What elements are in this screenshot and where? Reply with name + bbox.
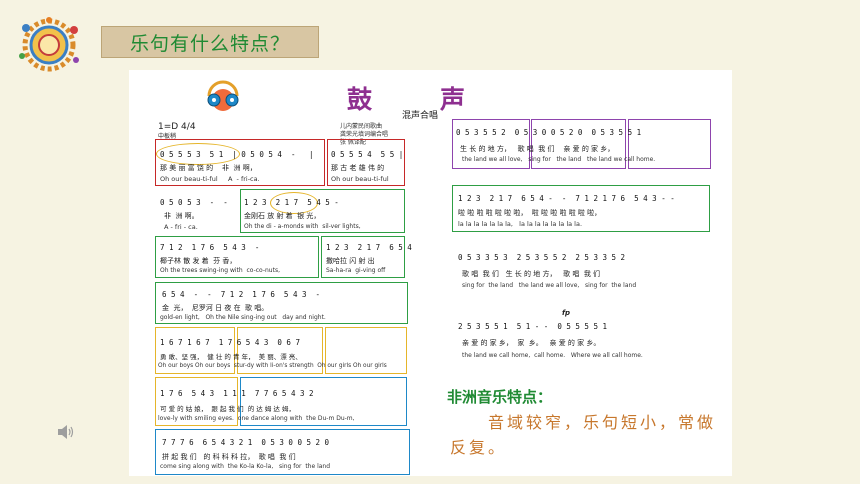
notes-line: 7 7 7 6 6 5 4 3 2 1 0 5 3 0 0 5 2 0 [162,438,330,447]
africa-music-description: 音域较窄，乐句短小，常做反复。 [450,413,717,457]
english-line: la la la la la la la, la la la la la la … [458,220,583,228]
song-title: 鼓声 [347,85,534,114]
africa-music-label: 非洲音乐特点： [447,388,553,406]
phrase-box-green [155,236,319,278]
english-line: Oh our boys Oh our boys stur-dy with li-… [158,363,387,369]
english-line: the land we call home, call home. Where … [462,352,643,359]
phrase-box-green [452,185,710,232]
notes-line: 0 5 3 3 5 3 2 5 3 5 5 2 2 5 3 3 5 2 [458,253,626,262]
phrase-box-red [327,139,405,186]
credit-line: 张 佩译配 [340,139,366,146]
lyrics-line: 生 长 的 地 方， 歌 唱 我 们 亲 爱 的 家 乡， [460,145,615,153]
lyrics-line: 勇 敢、坚 强， 健 壮 的 青 年， 美 丽、漂 亮、 [160,353,302,361]
notes-line: 2 5 3 5 5 1 5 1 - - 0 5 5 5 5 1 [458,322,608,331]
key-line: 1=D 4/4 [158,122,196,132]
lyrics-line: 那 美 丽 富 饶 的 非 洲 啊， [160,164,257,172]
english-line: A - fri - ca. [164,223,198,231]
lyrics-line: 金 光， 尼罗河 日 夜 在 歌 唱。 [162,304,269,312]
lyrics-line: 啦 啦 啦 啦 啦 啦 啦， 啦 啦 啦 啦 啦 啦 啦， [458,209,602,217]
notes-line: 1 2 3 2 1 7 6 5 4 [326,243,412,252]
ornament-logo-icon [19,17,79,72]
lyrics-line: 亲 爱 的 家 乡， 家 乡。 亲 爱 的 家 乡。 [462,339,601,347]
phrase-box-purple [452,119,530,169]
english-line: Oh the di - a-monds with sil-ver lights, [244,223,361,230]
credit-line: 龚荣光填词编合唱 [340,131,389,138]
notes-line: 1 2 3 2 1 7 5 4 5 - [244,198,339,207]
dynamics-mark: fp [562,309,571,317]
english-line: the land we all love, sing for the land … [462,156,656,163]
lyrics-line: 非 洲 啊。 [164,212,199,220]
sheet-music [129,70,732,476]
english-line: love-ly with smiling eyes. one dance alo… [158,415,355,422]
lyrics-line: 金刚石 放 射 着 银 光， [244,212,321,220]
english-line: gold-en light, Oh the Nile sing-ing out … [160,314,326,321]
english-line: sing for the land the land we all love, … [462,282,637,289]
phrase-box-yellow [325,327,407,374]
lyrics-line: 撒哈拉 闪 射 出 [326,257,375,265]
english-line: Oh the trees swing-ing with co-co-nuts, [160,267,280,274]
notes-line: 0 5 5 5 3 5 1 | 0 5 0 5 4 - | [160,150,314,159]
slide-title: 乐句有什么特点？ [101,26,319,58]
highlight-oval [156,143,240,165]
credit-line: 儿内蒙民间歌曲 [340,123,383,130]
phrase-box-green [155,282,408,324]
phrase-box-yellow [155,327,235,374]
lyrics-line: 那 古 老 雄 伟 的 [331,164,385,172]
notes-line: 7 1 2 1 7 6 5 4 3 - [160,243,260,252]
phrase-box-yellow [237,327,323,374]
notes-line: 1 7 6 5 4 3 1 1 1 7 7 6 5 4 3 2 [160,389,314,398]
english-line: Oh our beau-ti-ful A - fri-ca. [160,175,260,183]
key-line: 中板稍 [158,133,177,140]
phrase-box-green [240,189,405,233]
english-line: Sa-ha-ra gi-ving off [326,267,386,274]
notes-line: 6 5 4 - - 7 1 2 1 7 6 5 4 3 - [162,290,321,299]
lyrics-line: 椰子林 散 发 着 芬 香， [160,257,237,265]
notes-line: 1 6 7 1 6 7 1 7 6 5 4 3 0 6 7 [160,338,300,347]
notes-line: 0 5 0 5 3 - - [160,198,228,207]
lyrics-line: 歌 唱 我 们 生 长 的 地 方， 歌 唱 我 们 [462,270,601,278]
phrase-box-purple [531,119,626,169]
notes-line: 0 5 5 5 4 5 5 | [331,150,404,159]
notes-line: 1 2 3 2 1 7 6 5 4 - - 7 1 2 1 7 6 5 4 3 … [458,194,675,203]
lyrics-line: 拼 起 我 们 的 科 科 科 拉， 歌 唱 我 们 [162,453,296,461]
phrase-box-blue [240,377,407,426]
speaker-icon[interactable] [57,424,75,440]
phrase-box-yellow [155,377,238,426]
song-credit: 儿内蒙民间歌曲 龚荣光填词编合唱 张 佩译配 [340,123,388,147]
song-subtitle: 混声合唱 [402,111,439,121]
notes-line: 0 5 3 5 5 2 0 5 3 0 0 5 2 0 0 5 3 5 5 1 [456,128,642,137]
phrase-box-purple [628,119,711,169]
key-signature: 1=D 4/4 中板稍 [158,122,196,142]
english-line: come sing along with the Ko-la Ko-la, si… [160,463,331,470]
phrase-box-green [321,236,405,278]
highlight-oval [270,192,318,214]
drum-face-icon [207,80,239,111]
phrase-box-blue [155,429,410,475]
phrase-box-red [155,139,325,186]
english-line: Oh our beau-ti-ful [331,175,389,183]
lyrics-line: 可 爱 的 姑 娘， 跟 起 我 们 的 达 姆 达 姆， [160,405,295,413]
